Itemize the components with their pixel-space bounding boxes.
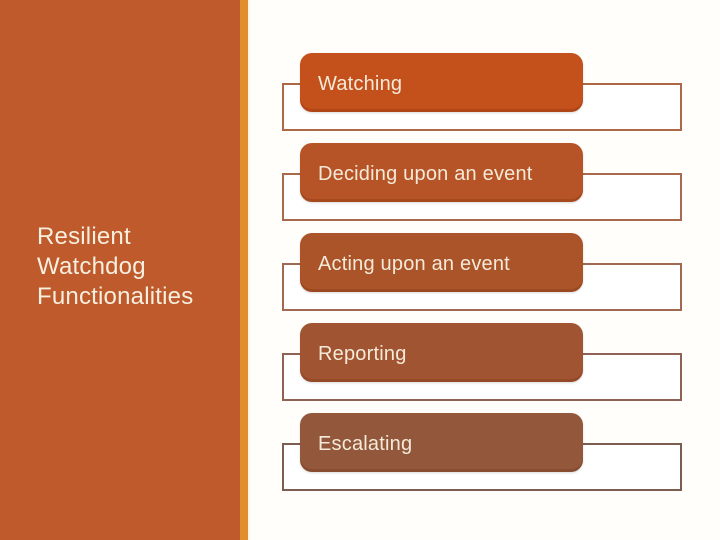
process-box: Watching bbox=[300, 53, 583, 112]
process-item: Reporting bbox=[0, 323, 720, 413]
accent-stripe bbox=[240, 0, 250, 540]
sidebar-panel: Resilient Watchdog Functionalities bbox=[0, 0, 240, 540]
process-item: Deciding upon an event bbox=[0, 143, 720, 233]
process-box: Reporting bbox=[300, 323, 583, 382]
process-label: Acting upon an event bbox=[318, 252, 510, 275]
process-box: Escalating bbox=[300, 413, 583, 472]
process-box: Deciding upon an event bbox=[300, 143, 583, 202]
process-item: Watching bbox=[0, 53, 720, 143]
process-item: Acting upon an event bbox=[0, 233, 720, 323]
process-label: Reporting bbox=[318, 342, 407, 365]
slide-title: Resilient Watchdog Functionalities bbox=[37, 223, 194, 310]
process-item: Escalating bbox=[0, 413, 720, 503]
process-label: Escalating bbox=[318, 432, 413, 455]
process-label: Deciding upon an event bbox=[318, 162, 533, 185]
process-box: Acting upon an event bbox=[300, 233, 583, 292]
process-label: Watching bbox=[318, 72, 403, 95]
